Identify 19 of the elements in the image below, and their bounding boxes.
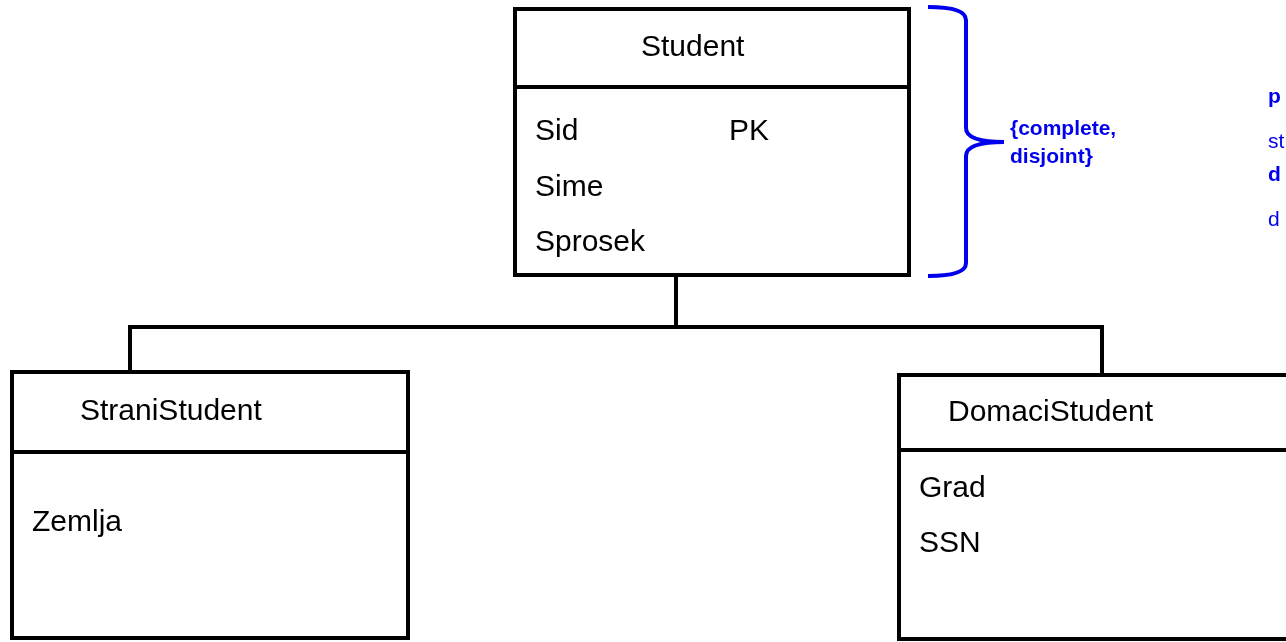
- note-text: p: [1268, 83, 1281, 109]
- class-name: StraniStudent: [80, 393, 262, 427]
- connector-line: [674, 277, 1104, 373]
- note-text: d: [1268, 161, 1281, 187]
- attribute-text: Zemlja: [32, 504, 122, 538]
- attribute-text: Sime: [535, 169, 604, 203]
- attribute-text: SSN: [919, 525, 981, 559]
- attribute-text: Sprosek: [535, 224, 646, 258]
- class-box: [897, 373, 1286, 641]
- class-box: [10, 370, 410, 640]
- class-box: [513, 7, 911, 277]
- class-name: DomaciStudent: [948, 393, 1154, 428]
- attribute-text: Sid: [535, 113, 579, 147]
- note-text: d: [1268, 206, 1280, 232]
- attribute-text: Grad: [919, 470, 986, 504]
- constraint-label: {complete, disjoint}: [1010, 115, 1118, 169]
- note-text: st: [1268, 128, 1285, 154]
- attribute-text: PK: [729, 113, 770, 147]
- class-name: Student: [641, 29, 745, 63]
